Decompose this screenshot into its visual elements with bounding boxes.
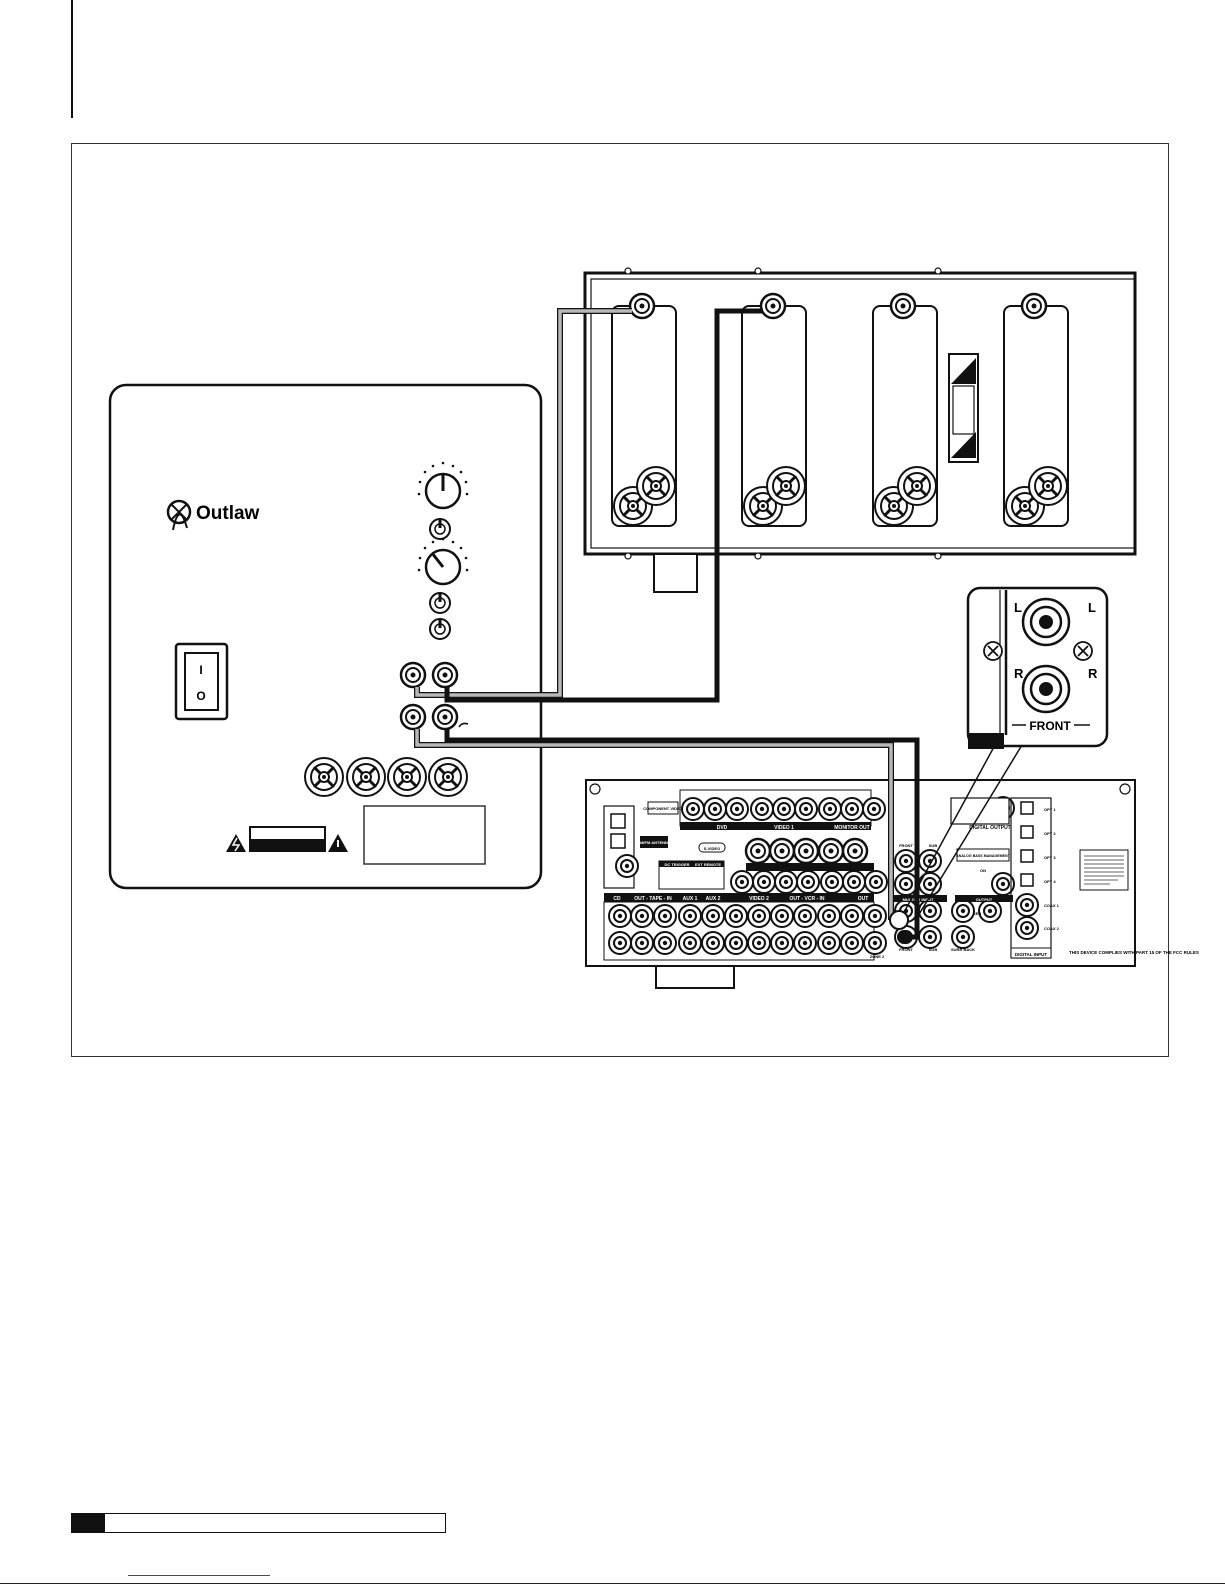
svg-text:AUX 2: AUX 2 bbox=[706, 896, 721, 902]
amp-input-jack[interactable] bbox=[628, 292, 656, 320]
svg-text:OPT 3: OPT 3 bbox=[1044, 855, 1056, 860]
line-out-left-jack[interactable] bbox=[399, 703, 427, 731]
speaker-terminal[interactable] bbox=[427, 756, 469, 798]
footer-bar bbox=[71, 1513, 446, 1533]
black-cable bbox=[444, 308, 920, 944]
power-amplifier bbox=[583, 267, 1137, 593]
svg-text:OUT - TAPE - IN: OUT - TAPE - IN bbox=[634, 896, 672, 902]
compliance-text: THIS DEVICE COMPLIES WITH PART 15 OF THE… bbox=[1069, 950, 1199, 955]
svg-text:ZONE 2: ZONE 2 bbox=[870, 954, 885, 959]
svg-text:EXT REMOTE: EXT REMOTE bbox=[695, 862, 721, 867]
amp-channel bbox=[1003, 305, 1069, 527]
amp-input-jack[interactable] bbox=[889, 292, 917, 320]
coax-input-2[interactable] bbox=[1015, 916, 1039, 940]
info-plate bbox=[363, 805, 486, 865]
svg-text:OPT 4: OPT 4 bbox=[1044, 879, 1056, 884]
svg-text:ANALOG BASS MANAGEMENT: ANALOG BASS MANAGEMENT bbox=[956, 854, 1011, 858]
amp-input-jack[interactable] bbox=[759, 292, 787, 320]
amp-input-jack[interactable] bbox=[1020, 292, 1048, 320]
level-knob[interactable] bbox=[417, 461, 469, 510]
right-mark: R bbox=[1088, 666, 1098, 681]
svg-text:DVD: DVD bbox=[717, 825, 728, 831]
line-out-right-jack[interactable] bbox=[431, 703, 459, 731]
svg-text:MONITOR OUT: MONITOR OUT bbox=[834, 825, 869, 831]
footer-page-tab bbox=[72, 1514, 105, 1532]
svg-text:SURR BACK: SURR BACK bbox=[951, 947, 975, 952]
outlaw-logo: Outlaw bbox=[166, 499, 260, 531]
front-label: FRONT bbox=[1029, 719, 1071, 733]
line-in-right-jack[interactable] bbox=[431, 661, 459, 689]
phase-switch[interactable] bbox=[429, 517, 451, 540]
power-on-mark: I bbox=[199, 663, 202, 677]
front-right-rca[interactable] bbox=[1021, 664, 1071, 714]
svg-text:ON: ON bbox=[980, 868, 986, 873]
svg-text:VIDEO 2: VIDEO 2 bbox=[749, 896, 769, 902]
svg-text:DIGITAL OUTPUT: DIGITAL OUTPUT bbox=[969, 825, 1010, 831]
speaker-terminal[interactable] bbox=[386, 756, 428, 798]
power-switch[interactable]: I O bbox=[174, 642, 229, 721]
auto-on-switch[interactable] bbox=[429, 617, 451, 640]
svg-text:DC TRIGGER: DC TRIGGER bbox=[664, 862, 689, 867]
front-left-rca[interactable] bbox=[1021, 597, 1071, 647]
svg-text:OUT: OUT bbox=[858, 896, 869, 902]
av-receiver: DVD VIDEO 1 MONITOR OUT COMPONENT VIDEO … bbox=[585, 779, 1199, 989]
svg-text:AUX 1: AUX 1 bbox=[683, 896, 698, 902]
svg-text:VIDEO 1: VIDEO 1 bbox=[774, 825, 794, 831]
right-mark: R bbox=[1014, 666, 1024, 681]
antenna-block bbox=[603, 805, 639, 889]
speaker-terminal[interactable] bbox=[345, 756, 387, 798]
amp-channel bbox=[611, 305, 677, 527]
gray-cable bbox=[414, 308, 909, 930]
component-video-jacks[interactable] bbox=[681, 797, 886, 821]
svg-text:SUB: SUB bbox=[929, 843, 938, 848]
filter-switch[interactable] bbox=[429, 591, 451, 614]
power-off-mark: O bbox=[196, 689, 205, 703]
svg-text:CEN: CEN bbox=[973, 911, 982, 916]
warning-label bbox=[226, 826, 348, 852]
crossover-knob[interactable] bbox=[417, 537, 469, 586]
bottom-rule bbox=[0, 1583, 1225, 1584]
speaker-terminal[interactable] bbox=[303, 756, 345, 798]
svg-text:SUB: SUB bbox=[929, 947, 938, 952]
svg-text:S-VIDEO: S-VIDEO bbox=[704, 846, 720, 851]
amp-channel bbox=[872, 305, 938, 527]
svg-text:DIGITAL INPUT: DIGITAL INPUT bbox=[1015, 952, 1048, 957]
left-mark: L bbox=[1014, 600, 1022, 615]
svg-text:OPT 1: OPT 1 bbox=[1044, 807, 1056, 812]
svg-text:AM/FM ANTENNA: AM/FM ANTENNA bbox=[637, 840, 671, 845]
brand-name: Outlaw bbox=[196, 503, 260, 524]
svg-text:OPT 2: OPT 2 bbox=[1044, 831, 1056, 836]
coax-input-1[interactable] bbox=[1015, 893, 1039, 917]
svg-text:COMPONENT VIDEO: COMPONENT VIDEO bbox=[643, 806, 683, 811]
svg-text:OUTPUT: OUTPUT bbox=[976, 897, 993, 902]
svg-text:FRONT: FRONT bbox=[899, 947, 913, 952]
svg-text:CD: CD bbox=[613, 896, 621, 902]
footer-link-underline[interactable] bbox=[128, 1575, 270, 1576]
amp-warning-label bbox=[948, 353, 979, 463]
svg-text:COAX 1: COAX 1 bbox=[1044, 903, 1060, 908]
optical-inputs[interactable] bbox=[1020, 801, 1034, 887]
s-video-jacks[interactable] bbox=[744, 837, 869, 865]
front-callout: L L R R FRONT bbox=[901, 586, 1109, 917]
subwoofer-panel: Outlaw bbox=[108, 383, 543, 890]
amp-channel bbox=[741, 305, 807, 527]
line-in-left-jack[interactable] bbox=[399, 661, 427, 689]
svg-text:OUT - VCR - IN: OUT - VCR - IN bbox=[790, 896, 825, 902]
svg-text:COAX 2: COAX 2 bbox=[1044, 926, 1060, 931]
diagram-frame bbox=[71, 143, 1169, 1057]
svg-text:FRONT: FRONT bbox=[899, 843, 913, 848]
margin-rule bbox=[71, 0, 73, 118]
left-mark: L bbox=[1088, 600, 1096, 615]
